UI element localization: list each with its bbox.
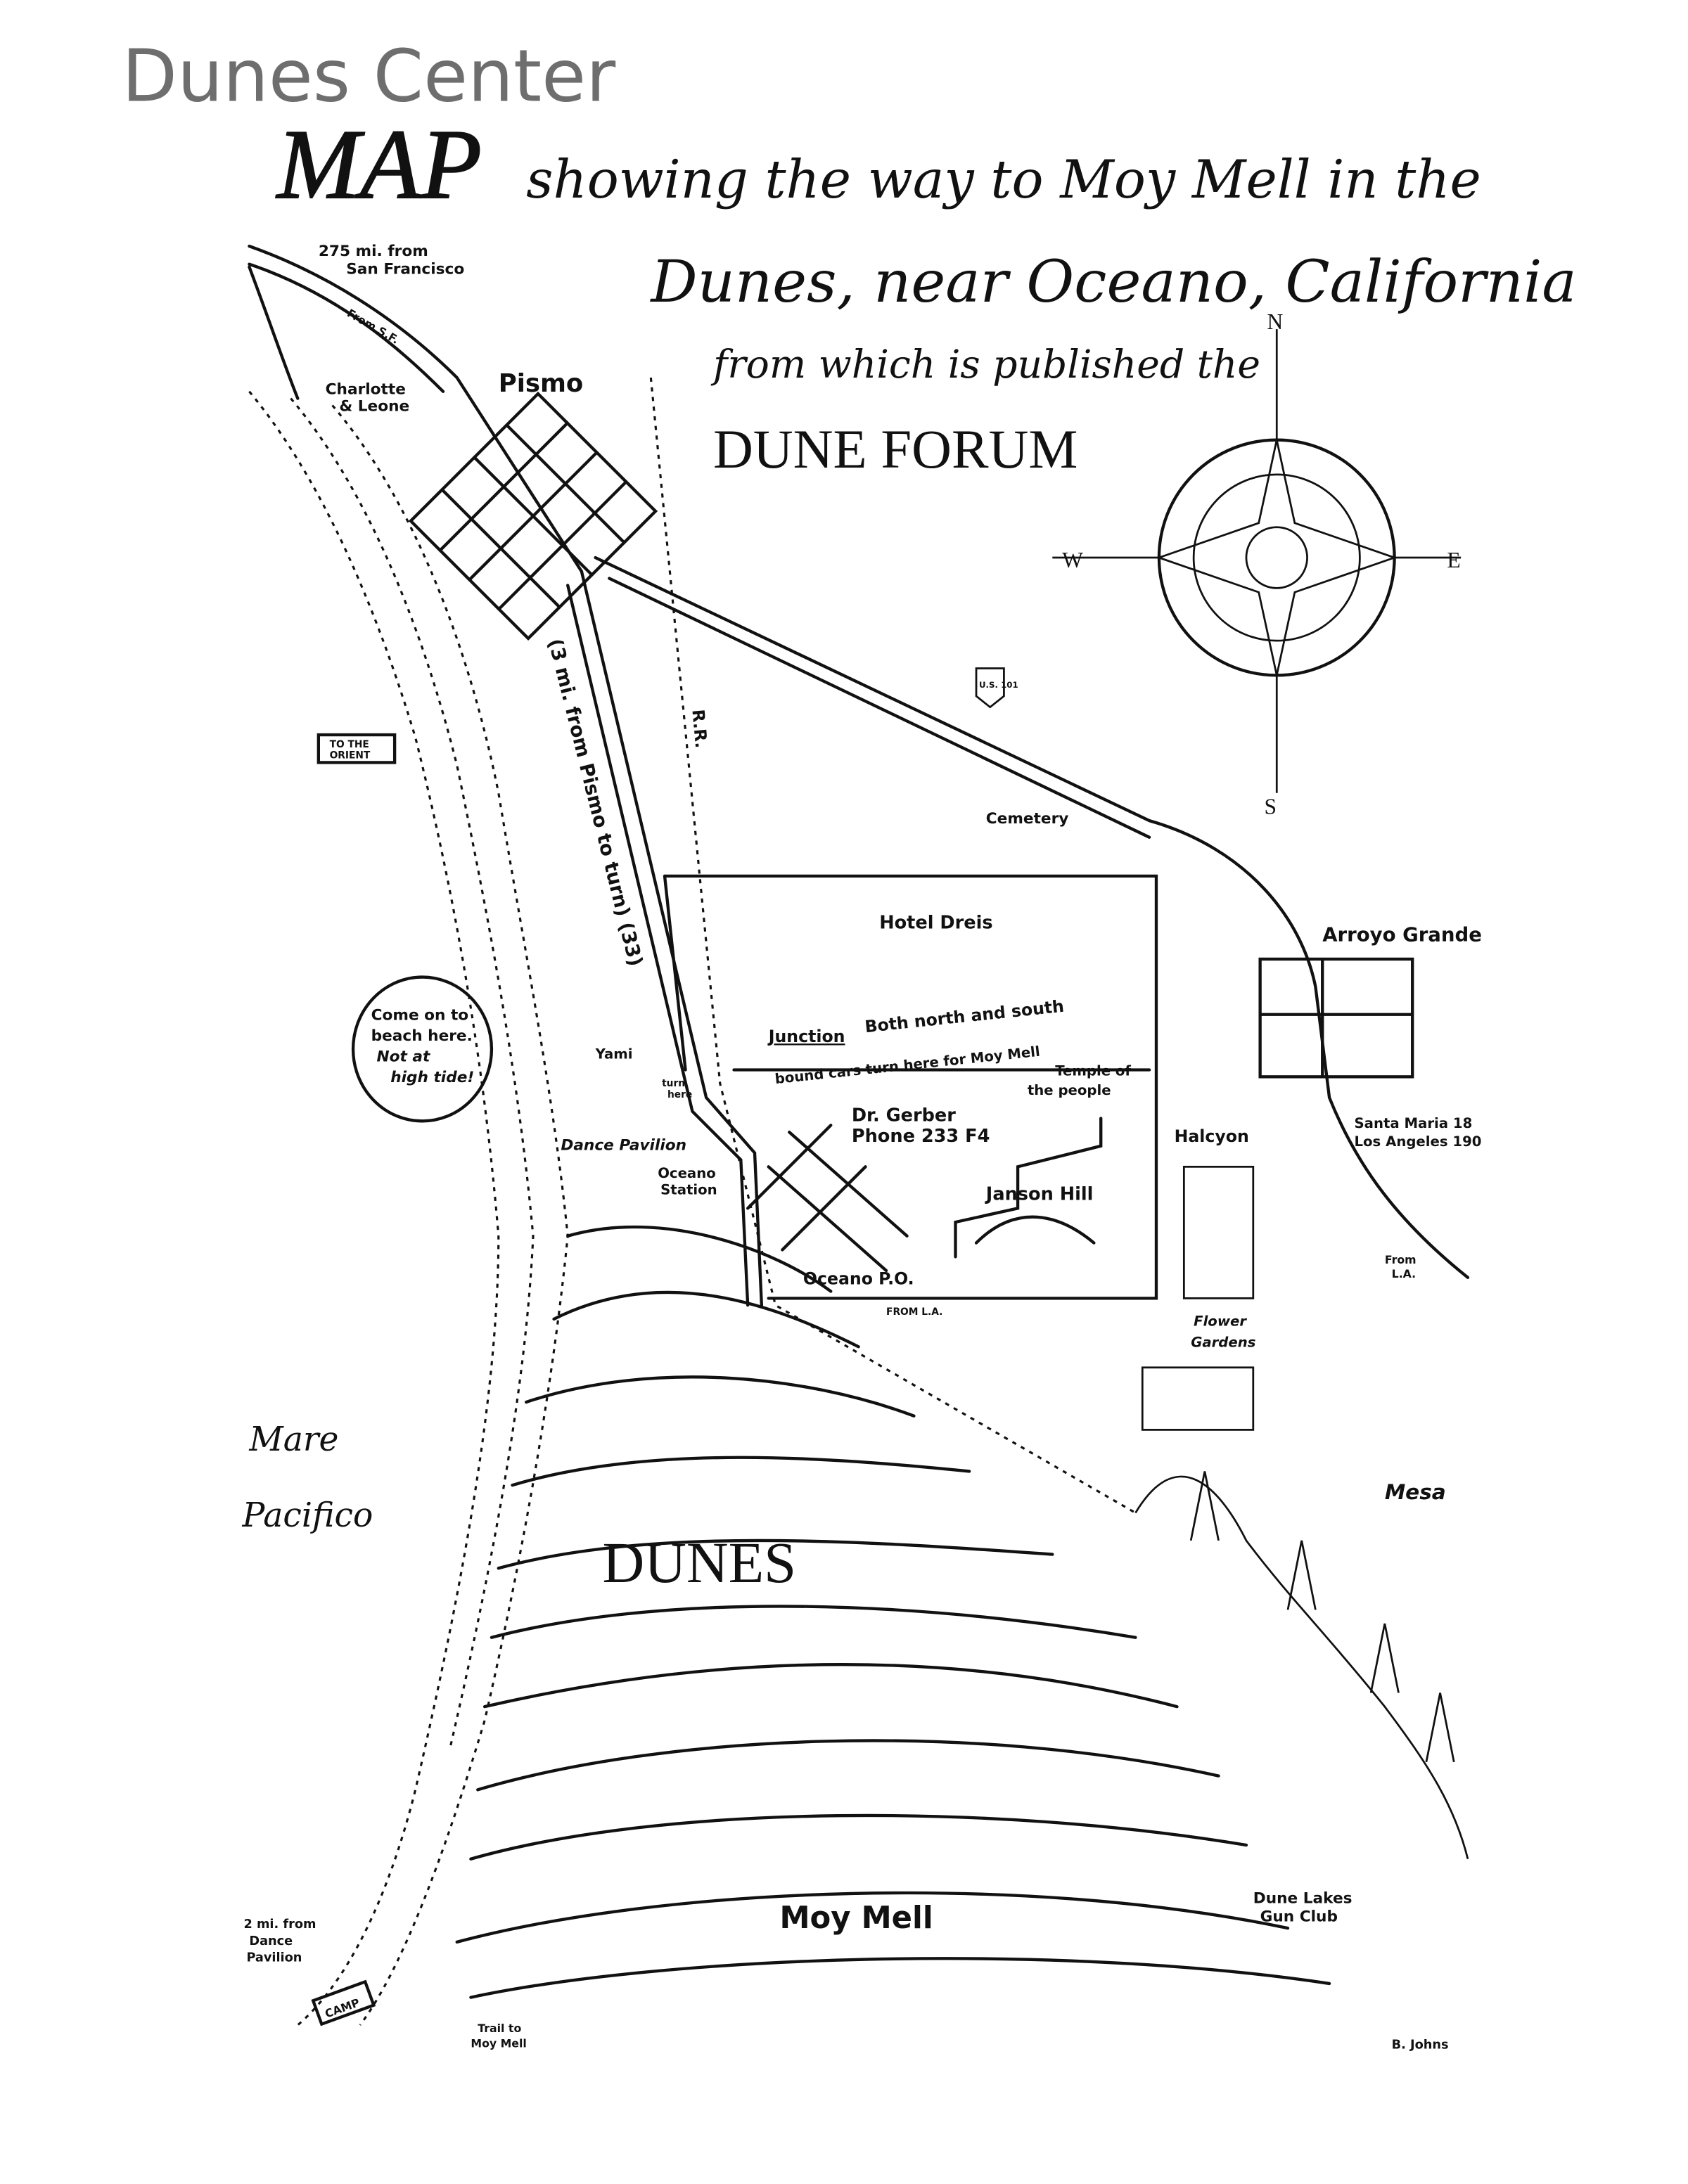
oceano-station-label-2: Station [660,1182,717,1198]
charlotte-label-2: & Leone [339,397,409,415]
from-la-road-label: FROM L.A. [886,1306,942,1318]
dune-ridges [455,1225,1331,1999]
pavilion-distance-label-3: Pavilion [246,1951,302,1965]
title-line3: from which is published the [710,342,1260,387]
hotel-dreis-label: Hotel Dreis [879,913,992,934]
beach-note-line4: high tide! [390,1069,474,1086]
title-map: MAP [276,109,482,219]
title-dune-forum: DUNE FORUM [713,419,1078,480]
turn-here-label-2: here [667,1089,692,1100]
mare-pacifico-label: Mare [248,1420,338,1459]
compass-e: E [1447,548,1460,572]
dr-gerber-label: Dr. Gerber [852,1105,956,1126]
sf-distance-label: 275 mi. from [319,243,428,260]
beach-note-line1: Come on to [371,1007,469,1024]
highway-101 [594,555,1470,1279]
dunes-label: DUNES [602,1530,796,1595]
gun-club-label: Dune Lakes [1253,1890,1353,1908]
beach-note-line3: Not at [377,1048,431,1066]
oceano-street-grid [746,1124,909,1273]
from-sf-label: From S.F. [345,306,402,346]
cemetery-label: Cemetery [986,810,1069,828]
turn-here-label: turn [662,1078,685,1089]
trail-label-2: Moy Mell [471,2036,526,2050]
us101-shield [975,667,1005,709]
santa-maria-label: Santa Maria 18 [1355,1115,1473,1131]
los-angeles-label: Los Angeles 190 [1355,1133,1482,1150]
road-distance-note: (3 mi. from Pismo to turn) (33) [544,636,647,968]
pismo-street-grid [408,391,658,641]
trail-label: Trail to [478,2022,521,2035]
halcyon-label: Halcyon [1175,1126,1249,1146]
orient-sign-label: TO THE [330,739,369,750]
orient-sign-label-2: ORIENT [330,750,371,762]
temple-label: Temple of [1055,1062,1131,1079]
trees [1134,1471,1469,1860]
railroad-label: R.R. [688,709,711,749]
arroyo-grande-grid [1258,957,1414,1079]
compass-rose [1052,329,1462,793]
janson-hill-label: Janson Hill [985,1184,1094,1205]
yami-label: Yami [595,1046,633,1062]
pismo-label: Pismo [499,369,583,398]
compass-n: N [1267,309,1283,334]
title-line2: Dunes, near Oceano, California [649,248,1576,316]
dance-pavilion-label: Dance Pavilion [561,1137,686,1155]
beach-note-line2: beach here. [371,1027,473,1045]
gun-club-label-2: Gun Club [1260,1908,1338,1925]
mare-pacifico-label-2: Pacifico [242,1496,373,1535]
camp-sign [311,1979,376,2026]
sf-distance-label-2: San Francisco [346,260,464,278]
junction-note-line1: Both north and south [864,996,1065,1037]
flower-gardens-label: Flower [1194,1313,1247,1330]
railroad [649,377,1137,1514]
oceano-station-label: Oceano [658,1165,716,1181]
artist-signature: B. Johns [1392,2038,1449,2052]
charlotte-label: Charlotte [326,381,406,399]
beach-callout-bubble [351,975,494,1123]
flower-gardens-label-2: Gardens [1191,1334,1256,1350]
road-to-oceano [580,570,764,1307]
watermark: Dunes Center [122,34,616,118]
us101-label: U.S. 101 [979,680,1018,690]
title-line1: showing the way to Moy Mell in the [526,149,1481,210]
pavilion-distance-label-2: Dance [249,1934,293,1948]
compass-s: S [1265,794,1277,818]
from-la-label: From [1385,1253,1417,1266]
arroyo-grande-label: Arroyo Grande [1322,923,1482,946]
janson-hill [974,1215,1096,1245]
junction-label: Junction [767,1027,845,1046]
dr-gerber-phone: Phone 233 F4 [852,1126,990,1147]
pavilion-distance-label: 2 mi. from [244,1918,316,1932]
moy-mell-label: Moy Mell [779,1901,933,1936]
oceano-po-label: Oceano P.O. [803,1269,914,1289]
compass-w: W [1062,548,1083,572]
flower-garden [1182,1165,1255,1299]
junction-note-line2: bound cars turn here for Moy Mell [774,1043,1041,1087]
mesa-label: Mesa [1385,1480,1446,1504]
beach-shoreline [248,390,569,2026]
temple-label-2: the people [1028,1082,1111,1098]
from-la-label-2: L.A. [1392,1267,1416,1280]
orient-sign [316,733,397,764]
highway-from-sf [248,244,584,573]
